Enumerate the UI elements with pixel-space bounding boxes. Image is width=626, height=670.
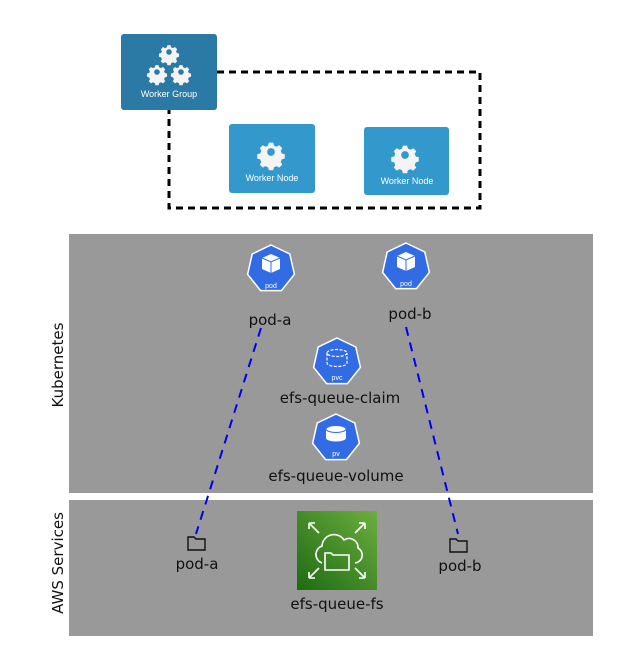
worker-group-boundary xyxy=(167,70,482,210)
worker-group-box[interactable]: Worker Group xyxy=(121,34,217,110)
efs-icon xyxy=(308,522,366,579)
worker-node-2[interactable]: Worker Node xyxy=(364,127,449,195)
pvc-node[interactable]: pvc xyxy=(312,337,362,385)
pv-node[interactable]: pv xyxy=(311,413,361,461)
gear-icon xyxy=(391,145,419,174)
folder-icon[interactable] xyxy=(187,536,206,551)
aws-services-section-label: AWS Services xyxy=(49,512,67,614)
pod-b-volume-link xyxy=(405,326,459,535)
folder-pod-b-label: pod-b xyxy=(438,557,481,575)
pod-b-label: pod-b xyxy=(388,305,431,323)
efs-node[interactable] xyxy=(297,511,377,590)
pv-badge: pv xyxy=(332,451,340,458)
pod-b-node[interactable]: pod xyxy=(381,242,431,290)
gear-icon xyxy=(257,142,285,171)
worker-node-label: Worker Node xyxy=(246,173,299,183)
pod-a-volume-link xyxy=(195,327,262,535)
pod-badge: pod xyxy=(265,283,277,290)
worker-node-label: Worker Node xyxy=(381,176,434,186)
kubernetes-section-label: Kubernetes xyxy=(49,322,67,407)
worker-group-label: Worker Group xyxy=(141,89,197,99)
pv-label: efs-queue-volume xyxy=(268,467,403,485)
pvc-label: efs-queue-claim xyxy=(280,389,401,407)
persistent-volume-claim-icon xyxy=(326,348,348,368)
folder-pod-a-label: pod-a xyxy=(176,555,219,573)
cube-icon xyxy=(396,252,416,271)
cube-icon xyxy=(261,254,281,273)
folder-icon[interactable] xyxy=(449,538,468,553)
pod-badge: pod xyxy=(400,281,412,288)
pod-a-node[interactable]: pod xyxy=(246,244,296,292)
worker-node-1[interactable]: Worker Node xyxy=(229,124,315,193)
pod-a-label: pod-a xyxy=(249,311,292,329)
pvc-badge: pvc xyxy=(332,375,343,382)
persistent-volume-icon xyxy=(325,425,347,442)
efs-label: efs-queue-fs xyxy=(290,595,383,613)
